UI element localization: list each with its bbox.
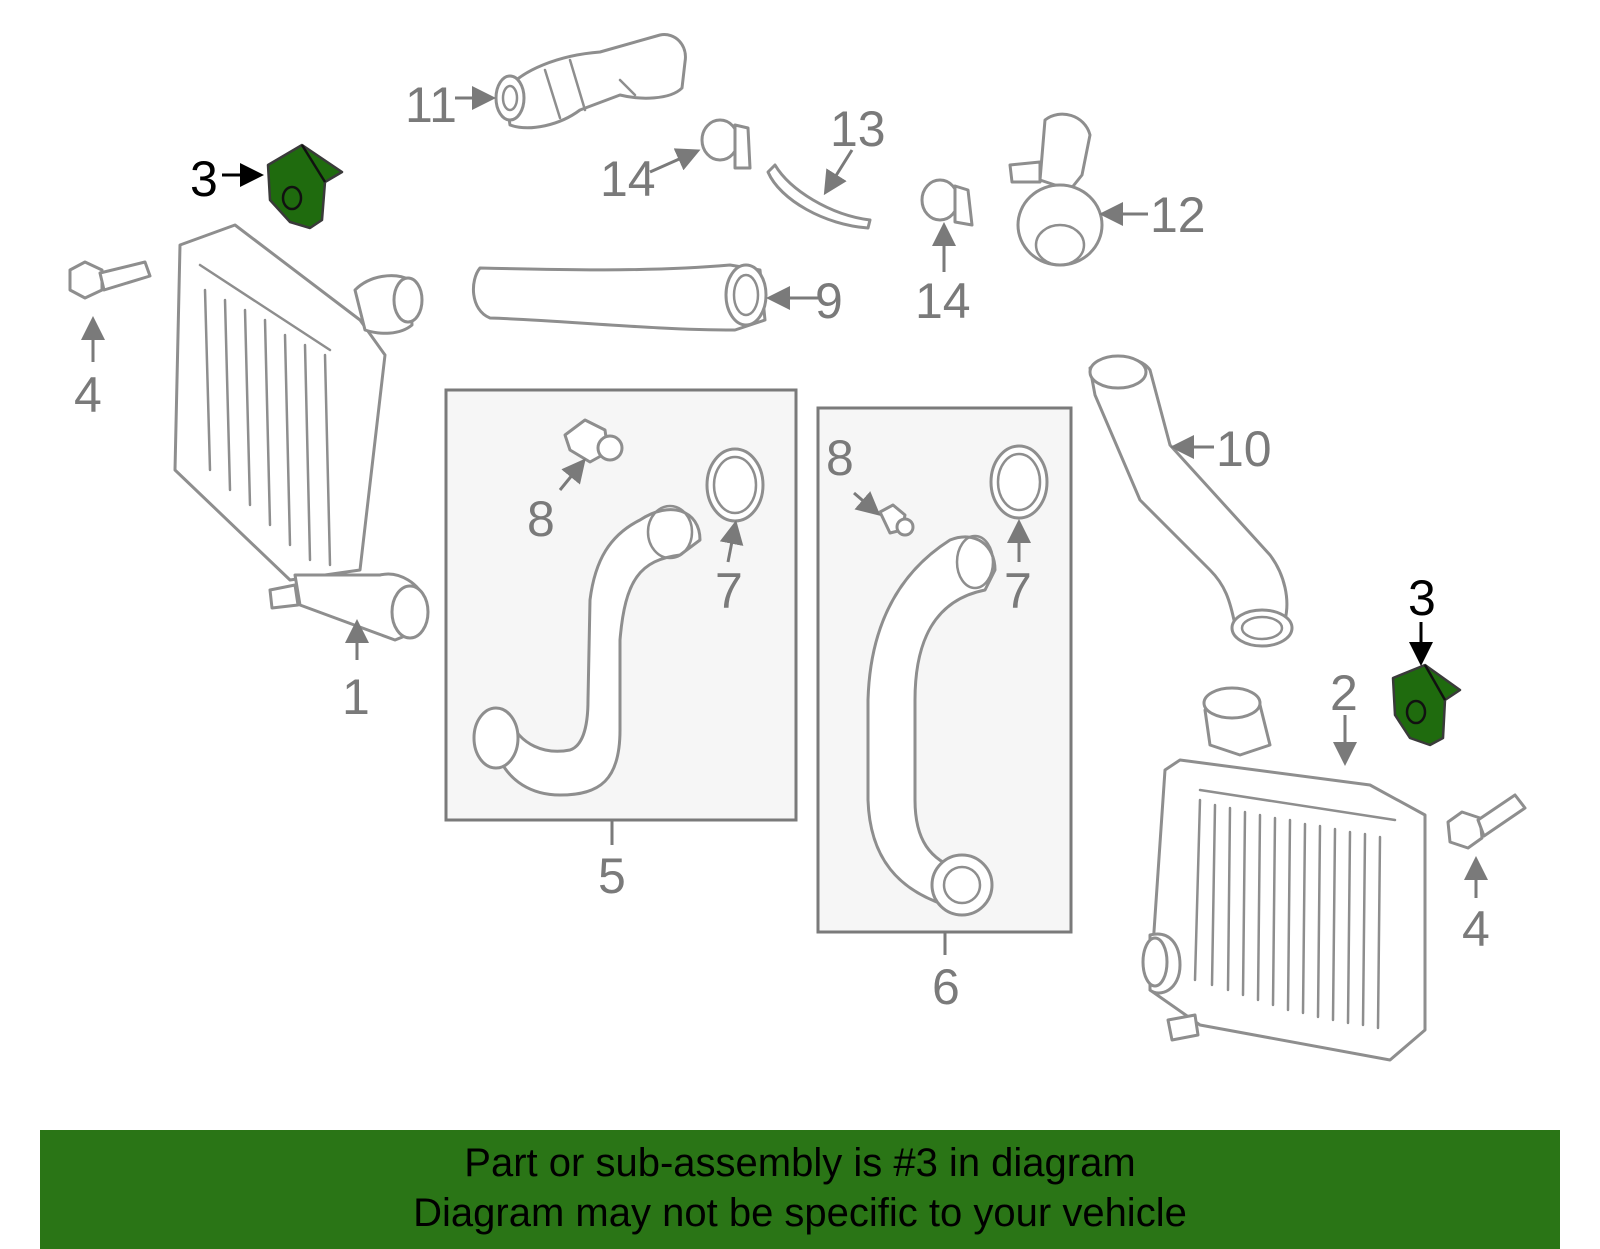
callout-8-left: 8 — [527, 491, 555, 547]
callout-7-right: 7 — [1004, 563, 1032, 619]
callout-9: 9 — [815, 273, 843, 329]
callout-14-lower: 14 — [915, 273, 971, 329]
part-5-hose — [472, 504, 702, 797]
callout-6: 6 — [932, 959, 960, 1015]
part-4-bolt-right — [1446, 793, 1527, 850]
part-12-housing — [1008, 112, 1104, 267]
part-11-pipe — [494, 33, 687, 130]
leader-8a — [558, 458, 586, 491]
callout-11: 11 — [405, 77, 457, 133]
leader-13 — [823, 149, 854, 196]
callout-10: 10 — [1216, 421, 1272, 477]
leader-8b — [853, 491, 881, 516]
part-14-clamp-lower — [920, 178, 974, 227]
part-8-sensor-right — [878, 503, 915, 537]
part-10-pipe — [1088, 354, 1294, 648]
part-3-bracket-lower[interactable] — [1391, 663, 1462, 747]
callout-14-upper: 14 — [600, 151, 656, 207]
part-1-intercooler — [173, 223, 430, 642]
callout-7-left: 7 — [715, 563, 743, 619]
banner-line-1: Part or sub-assembly is #3 in diagram — [464, 1141, 1136, 1185]
callout-1: 1 — [342, 669, 370, 725]
part-2-intercooler — [1141, 686, 1427, 1062]
leader-14a — [649, 148, 701, 174]
callout-4-right: 4 — [1462, 901, 1490, 957]
callout-12: 12 — [1150, 187, 1206, 243]
callout-2: 2 — [1330, 665, 1358, 721]
part-9-pipe — [471, 263, 768, 332]
part-6-hose — [866, 534, 997, 917]
callout-4-left: 4 — [74, 367, 102, 423]
part-7-seal-left — [705, 447, 765, 523]
banner-line-2: Diagram may not be specific to your vehi… — [413, 1191, 1187, 1235]
part-8-sensor-left — [563, 418, 624, 464]
callout-3-lower: 3 — [1408, 570, 1436, 626]
part-7-seal-right — [989, 444, 1049, 520]
part-4-bolt-left — [68, 260, 152, 300]
part-3-bracket-upper[interactable] — [266, 143, 344, 230]
callout-3-upper: 3 — [190, 151, 218, 207]
callout-5: 5 — [598, 848, 626, 904]
callout-8-right: 8 — [826, 430, 854, 486]
part-14-clamp-upper — [700, 118, 752, 170]
info-banner: Part or sub-assembly is #3 in diagram Di… — [40, 1130, 1560, 1249]
part-13-hose — [766, 163, 872, 230]
leader-7a — [719, 520, 744, 563]
callout-13: 13 — [830, 101, 886, 157]
